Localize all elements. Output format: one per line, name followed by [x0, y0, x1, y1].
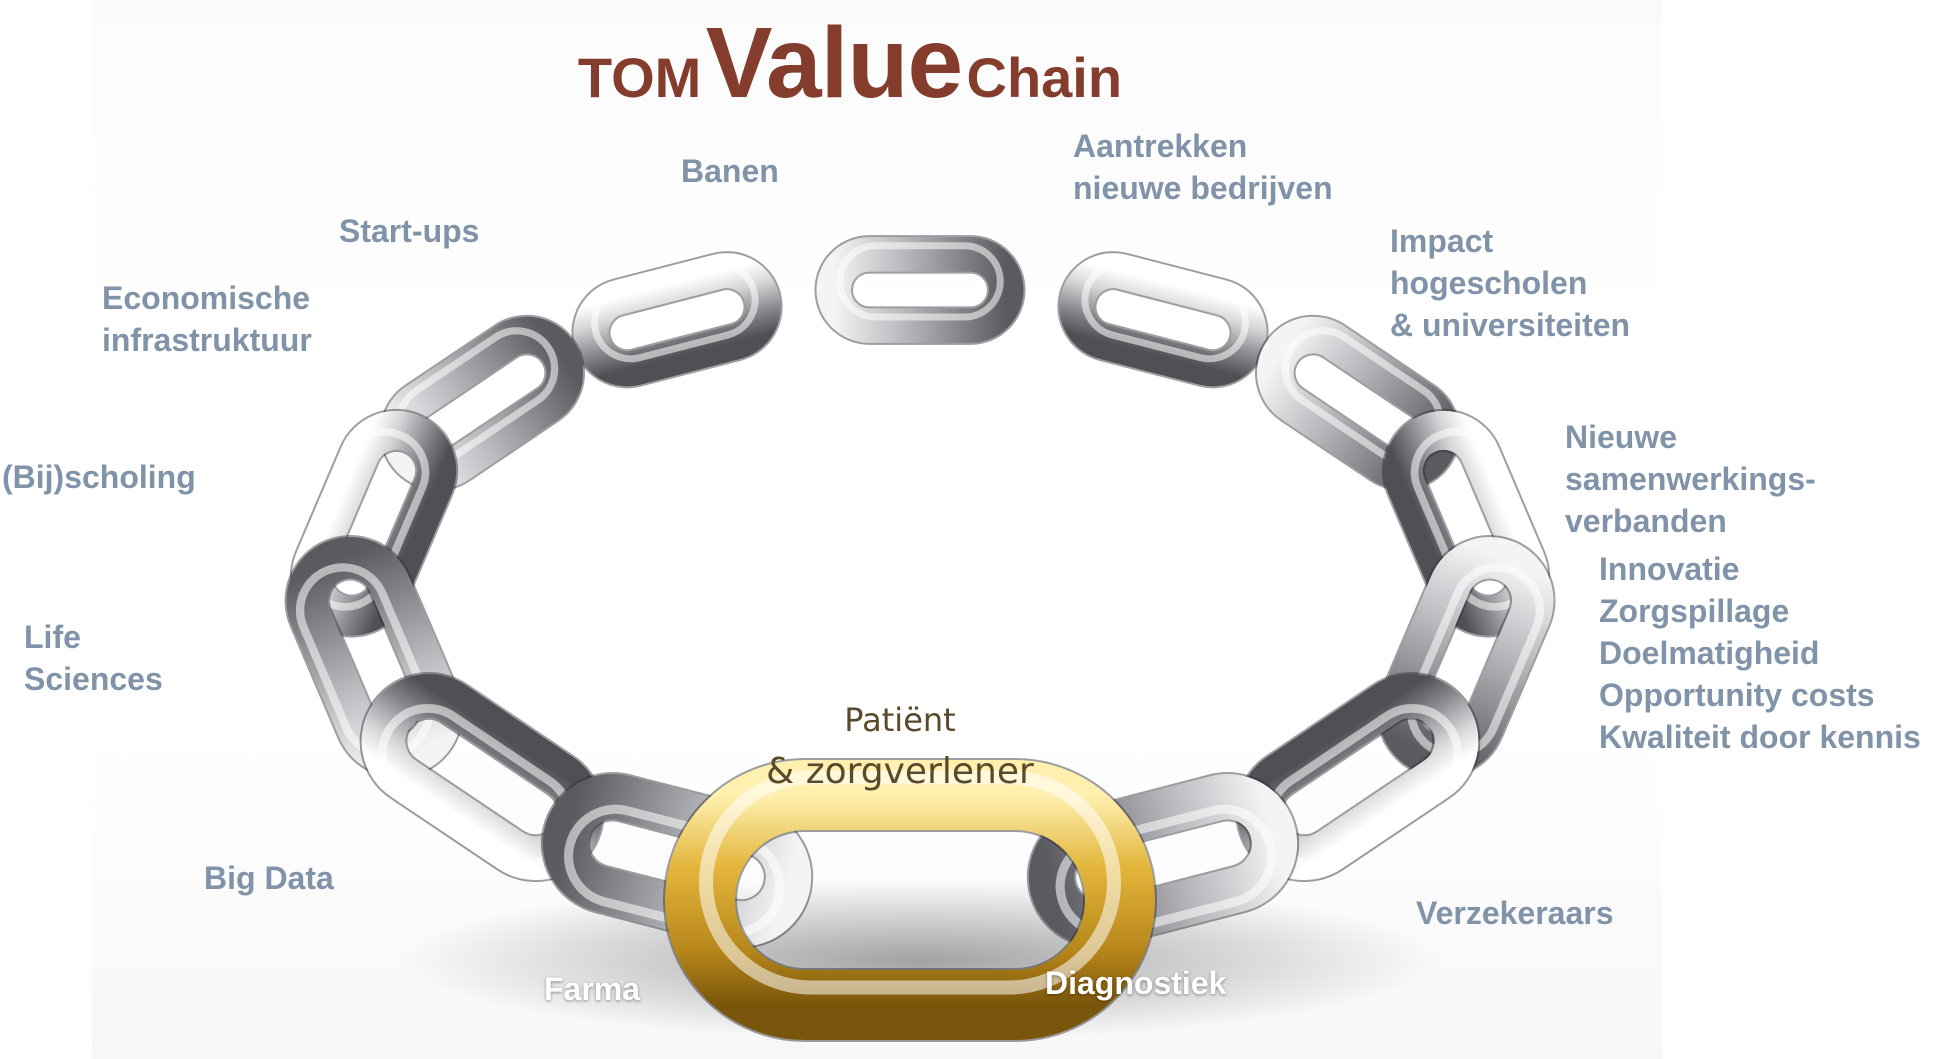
gold-link-line1: Patiënt — [844, 701, 956, 739]
silver-link — [289, 408, 459, 638]
silver-link — [1381, 408, 1551, 638]
label-innovatie-list: Innovatie Zorgspillage Doelmatigheid Opp… — [1599, 551, 1921, 755]
label-nieuwe: Nieuwe samenwerkings- verbanden — [1565, 419, 1816, 539]
title-suffix: Chain — [966, 46, 1123, 109]
silver-link — [1254, 314, 1461, 492]
silver-link — [379, 314, 586, 492]
label-verzekeraars: Verzekeraars — [1416, 895, 1614, 931]
label-aantrekken: Aantrekken nieuwe bedrijven — [1073, 128, 1333, 206]
label-life-sciences: Life Sciences — [24, 619, 163, 697]
gold-link-label: Patiënt & zorgverlener — [690, 694, 1110, 798]
silver-link — [814, 235, 1026, 345]
label-farma: Farma — [544, 971, 641, 1007]
label-big-data: Big Data — [204, 860, 334, 896]
gold-link — [663, 758, 1157, 1042]
diagram-title: TOM Value Chain — [0, 6, 1700, 121]
silver-link — [1057, 251, 1269, 389]
silver-link — [1026, 772, 1300, 949]
label-banen: Banen — [681, 153, 779, 189]
label-bijscholing: (Bij)scholing — [2, 459, 196, 495]
title-main: Value — [705, 7, 963, 119]
silver-link — [1376, 535, 1556, 779]
silver-chain-links — [284, 235, 1556, 949]
title-prefix: TOM — [577, 46, 702, 109]
label-startups: Start-ups — [339, 213, 480, 249]
label-impact: Impact hogescholen & universiteiten — [1390, 223, 1631, 343]
label-diagnostiek: Diagnostiek — [1045, 965, 1227, 1001]
silver-link — [571, 251, 783, 389]
gold-link-line2: & zorgverlener — [766, 751, 1034, 792]
gold-link-shape — [663, 758, 1157, 1042]
label-economische: Economische infrastruktuur — [102, 280, 312, 358]
